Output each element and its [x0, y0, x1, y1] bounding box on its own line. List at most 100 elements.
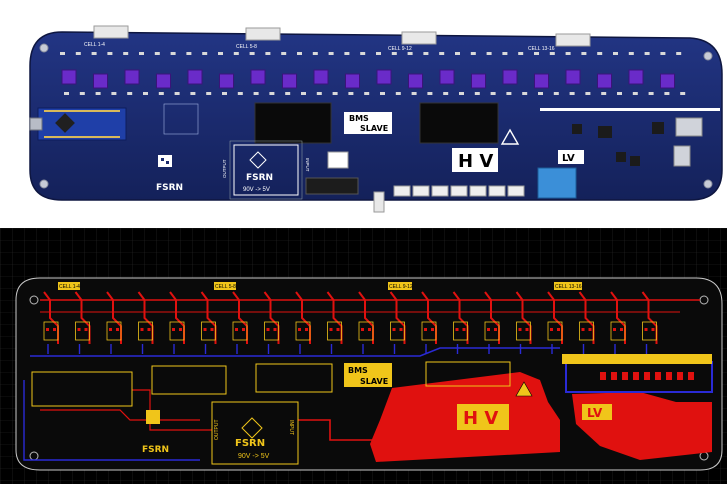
- smd-part: [660, 52, 666, 55]
- smd-part: [154, 52, 160, 55]
- layout-dcdc-area: FSRN 90V -> 5V OUTPUT INPUT: [211, 401, 299, 465]
- bottom-connector: [393, 185, 411, 197]
- pad: [273, 328, 277, 331]
- pad: [613, 328, 616, 331]
- smd-part: [534, 52, 539, 55]
- bms-slave-label: BMS SLAVE: [344, 112, 392, 134]
- pad: [622, 372, 628, 380]
- smd-part: [459, 92, 464, 95]
- bottom-connector: [431, 185, 449, 197]
- svg-text:OUTPUT: OUTPUT: [222, 159, 227, 178]
- pad: [305, 328, 308, 331]
- pad: [203, 328, 207, 331]
- pad: [172, 328, 175, 331]
- smd-part: [470, 52, 476, 55]
- smd-part: [553, 92, 559, 95]
- pad: [84, 328, 88, 331]
- svg-text:OUTPUT: OUTPUT: [214, 419, 220, 440]
- smd-part: [676, 52, 682, 55]
- smd-part: [64, 92, 69, 95]
- balancing-chip: [219, 73, 234, 89]
- smd-part: [344, 52, 350, 55]
- test-connector: [373, 191, 385, 213]
- pad: [424, 328, 427, 331]
- svg-text:INPUT: INPUT: [288, 420, 294, 435]
- bottom-connector: [488, 185, 506, 197]
- smd-part: [474, 92, 480, 95]
- chip-footprint: [484, 321, 500, 341]
- mount-hole: [703, 51, 713, 61]
- mosfet: [616, 152, 626, 162]
- pad: [116, 328, 119, 331]
- smd-part: [174, 92, 180, 95]
- smd-part: [158, 92, 164, 95]
- microcontroller-module: [29, 107, 127, 141]
- svg-text:SLAVE: SLAVE: [360, 377, 388, 386]
- pad: [688, 372, 694, 380]
- balancing-chip: [660, 73, 675, 89]
- pad: [235, 328, 238, 331]
- pad: [147, 328, 151, 331]
- smd-component-rows: [60, 52, 686, 95]
- svg-text:CELL 5-8: CELL 5-8: [215, 284, 236, 290]
- pad: [242, 328, 245, 331]
- pad: [392, 328, 396, 331]
- smd-part: [597, 52, 603, 55]
- chip-footprint: [232, 321, 248, 341]
- isolation-module-right: [419, 102, 499, 144]
- pad: [431, 328, 434, 331]
- balancing-chip: [565, 69, 581, 85]
- smd-part: [632, 92, 638, 95]
- smd-part: [439, 52, 445, 55]
- layout-lv-label: LV: [582, 404, 612, 420]
- pad: [644, 328, 648, 331]
- smd-part: [233, 52, 239, 55]
- smd-part: [316, 92, 322, 95]
- pad: [518, 328, 522, 331]
- pad: [655, 372, 661, 380]
- chip-footprint: [169, 321, 185, 341]
- smd-part: [506, 92, 512, 95]
- isolation-silk-bar: [562, 354, 712, 364]
- pad: [266, 328, 270, 331]
- smd-part: [139, 52, 144, 55]
- pad: [588, 328, 592, 331]
- smd-part: [249, 52, 255, 55]
- chip-footprint: [295, 321, 311, 341]
- bottom-connector: [450, 185, 468, 197]
- smd-part: [380, 92, 385, 95]
- qr-logo: FSRN: [156, 155, 183, 193]
- smd-part: [617, 92, 622, 95]
- bottom-connector: [412, 185, 430, 197]
- svg-text:H V: H V: [463, 408, 498, 429]
- bottom-connector: [469, 185, 487, 197]
- smd-part: [376, 52, 381, 55]
- svg-text:FSRN: FSRN: [235, 438, 265, 449]
- smd-part: [202, 52, 208, 55]
- smd-part: [301, 92, 306, 95]
- lv-label: LV: [558, 150, 584, 164]
- balancing-chip: [282, 73, 297, 89]
- balancing-chip: [313, 69, 329, 85]
- pcb-3d-render: CELL 1-4 CELL 5-8 CELL 9-12 CELL 13-16: [29, 25, 723, 213]
- smd-part: [265, 52, 271, 55]
- layout-connector-label-3: CELL 9-12: [388, 282, 413, 290]
- smd-part: [206, 92, 212, 95]
- smd-part: [222, 92, 227, 95]
- smd-part: [490, 92, 496, 95]
- chip-footprint: [579, 321, 594, 341]
- smd-part: [143, 92, 148, 95]
- smd-part: [644, 52, 650, 55]
- smd-part: [664, 92, 670, 95]
- layout-mount-hole: [29, 295, 39, 305]
- smd-part: [395, 92, 401, 95]
- svg-text:CELL 9-12: CELL 9-12: [388, 46, 412, 52]
- layout-mcu-footprint: [31, 371, 133, 407]
- chip-footprint: [421, 321, 437, 341]
- chip-footprint: [390, 321, 405, 341]
- smd-part: [127, 92, 133, 95]
- balancing-chip: [187, 69, 203, 85]
- smd-part: [281, 52, 287, 55]
- smd-part: [601, 92, 607, 95]
